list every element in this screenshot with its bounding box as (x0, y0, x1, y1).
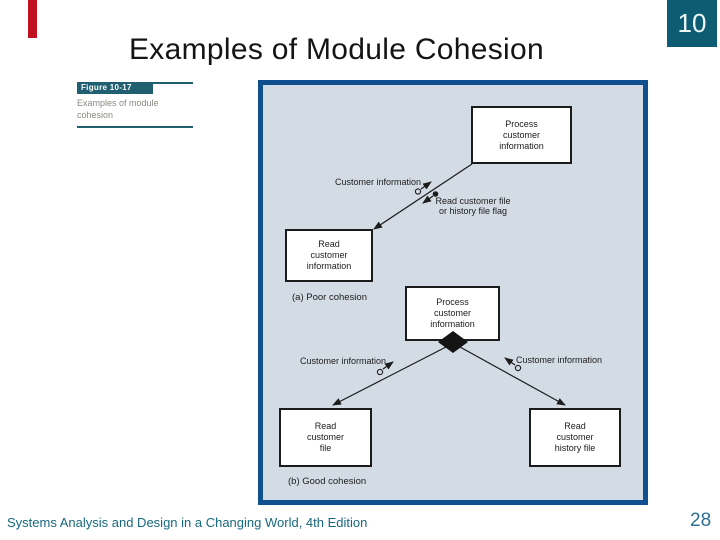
module-process-customer-info-a: Process customer information (471, 106, 572, 164)
data-couple-arrow-b-right (504, 357, 516, 366)
red-accent-bar (28, 0, 37, 38)
data-couple-label-a: Customer information (334, 177, 421, 187)
data-couple-circle-b-left (376, 368, 384, 376)
figure-panel: Process customer information Read custom… (258, 80, 648, 505)
data-couple-arrow-a (420, 181, 432, 190)
footer-book-title: Systems Analysis and Design in a Changin… (7, 515, 368, 530)
data-couple-circle-b-right (514, 364, 522, 372)
control-couple-label-a: Read customer file or history file flag (435, 196, 511, 216)
figure-label-bottomline (77, 126, 193, 128)
module-read-customer-info-a: Read customer information (285, 229, 373, 282)
data-couple-circle-a (414, 188, 422, 195)
slide-page-number: 28 (690, 510, 712, 531)
chapter-number-badge: 10 (667, 0, 717, 47)
data-couple-label-b-right: Customer information (516, 355, 603, 365)
module-read-customer-history-file: Read customer history file (529, 408, 621, 467)
data-couple-label-b-left: Customer information (299, 356, 386, 366)
module-read-customer-file: Read customer file (279, 408, 372, 467)
figure-caption: Examples of module cohesion (77, 98, 159, 120)
caption-good-cohesion: (b) Good cohesion (288, 476, 367, 487)
slide-title: Examples of Module Cohesion (129, 33, 544, 66)
figure-label: Figure 10-17 (77, 82, 153, 94)
module-process-customer-info-b: Process customer information (405, 286, 500, 341)
caption-poor-cohesion: (a) Poor cohesion (292, 292, 367, 303)
